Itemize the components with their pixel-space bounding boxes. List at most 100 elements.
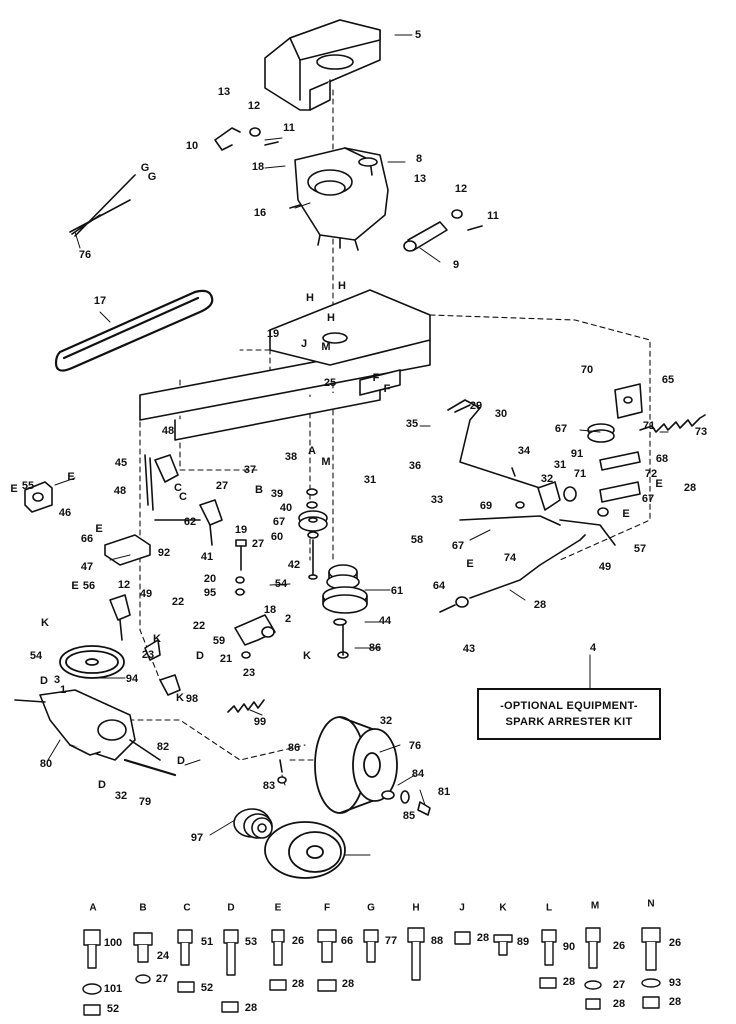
callout-label: 67: [641, 493, 655, 505]
callout-label: 39: [270, 488, 284, 500]
callout-label: 73: [694, 426, 708, 438]
hardware-letter: F: [323, 902, 331, 914]
callout-label: H: [306, 292, 314, 304]
part-blower-housing: [264, 19, 381, 111]
callout-label: 11: [283, 122, 295, 134]
callout-label: G: [147, 171, 157, 183]
part-bracket-66: [104, 534, 151, 566]
callout-label: 48: [113, 485, 127, 497]
callout-label: M: [321, 341, 331, 353]
callout-label: H: [338, 280, 346, 292]
callout-label: 27: [215, 480, 229, 492]
hardware-letter: C: [183, 902, 191, 914]
callout-label: 42: [287, 559, 301, 571]
callout-label: 86: [287, 742, 301, 754]
callout-label: 74: [503, 552, 517, 564]
callout-label: 36: [408, 460, 422, 472]
callout-label: 28: [683, 482, 697, 494]
callout-label: E: [71, 580, 79, 592]
part-axle: [123, 758, 177, 777]
part-crank-handle: [403, 221, 448, 252]
callout-label: E: [622, 508, 630, 520]
callout-label: E: [466, 558, 474, 570]
part-bolt-92: [235, 539, 247, 571]
hardware-part-number: 28: [612, 998, 626, 1010]
callout-label: 43: [462, 643, 476, 655]
part-drive-belt: [54, 289, 214, 372]
part-brackets-68-69: [599, 451, 641, 503]
callout-label: 12: [117, 579, 131, 591]
hardware-part-number: 52: [106, 1003, 120, 1015]
callout-label: 79: [138, 796, 152, 808]
callout-label: D: [196, 650, 204, 662]
hardware-letter: N: [647, 898, 655, 910]
callout-label: 99: [253, 716, 267, 728]
callout-label: 49: [139, 588, 153, 600]
hardware-letter: B: [139, 902, 147, 914]
loose-hardware: [235, 127, 609, 784]
callout-label: D: [40, 675, 48, 687]
callout-label: 18: [263, 604, 277, 616]
callout-label: 47: [80, 561, 94, 573]
hardware-part-number: 66: [340, 935, 354, 947]
callout-label: 3: [53, 674, 61, 686]
hardware-part-number: 100: [103, 937, 123, 949]
callout-label: D: [98, 779, 106, 791]
hardware-part-number: 26: [612, 940, 626, 952]
callout-label: F: [372, 372, 380, 384]
callout-label: 41: [200, 551, 214, 563]
callout-label: 13: [217, 86, 231, 98]
callout-label: E: [655, 478, 663, 490]
callout-label: 71: [642, 420, 656, 432]
callout-label: K: [176, 692, 184, 704]
hardware-part-number: 88: [430, 935, 444, 947]
part-choke-lever: [214, 127, 241, 151]
hardware-part-number: 27: [155, 973, 169, 985]
hardware-part-number: 77: [384, 935, 398, 947]
callout-label: 17: [93, 295, 107, 307]
part-idler-arm: [234, 614, 276, 646]
callout-label: 10: [185, 140, 199, 152]
part-drive-pulley-81: [233, 808, 273, 839]
callout-label: 16: [253, 207, 267, 219]
callout-label: 91: [570, 448, 584, 460]
hardware-letter: G: [367, 902, 375, 914]
callout-label: 65: [661, 374, 675, 386]
part-pulley-1: [59, 645, 125, 679]
callout-label: 85: [402, 810, 416, 822]
callout-label: 69: [479, 500, 493, 512]
callout-label: 19: [266, 328, 280, 340]
callout-label: 37: [243, 464, 257, 476]
callout-label: 20: [203, 573, 217, 585]
hardware-part-number: 28: [244, 1002, 258, 1014]
callout-label: 72: [644, 468, 658, 480]
hardware-letter: K: [499, 902, 507, 914]
callout-label: 12: [454, 183, 468, 195]
callout-label: 23: [141, 649, 155, 661]
callout-label: 11: [487, 210, 499, 222]
callout-label: 76: [408, 740, 422, 752]
callout-label: K: [303, 650, 311, 662]
callout-label: 22: [171, 596, 185, 608]
callout-label: 4: [589, 642, 597, 654]
part-idler-pulley: [587, 423, 615, 443]
callout-label: 64: [432, 580, 446, 592]
hardware-part-number: 24: [156, 950, 170, 962]
callout-label: G: [140, 162, 150, 174]
callout-label: 27: [251, 538, 265, 550]
part-spring-73: [639, 414, 706, 433]
part-engine: [294, 147, 389, 251]
callout-label: 2: [284, 613, 292, 625]
callout-label: 25: [323, 377, 337, 389]
callout-label: 31: [553, 459, 567, 471]
callout-label: H: [327, 312, 335, 324]
callout-label: K: [153, 633, 161, 645]
callout-label: E: [95, 523, 103, 535]
callout-label: 70: [580, 364, 594, 376]
part-spring-98: [227, 699, 265, 713]
part-linkage-rod: [459, 515, 561, 526]
callout-label: 66: [80, 533, 94, 545]
part-transmission: [14, 689, 161, 761]
optional-equipment-title: -OPTIONAL EQUIPMENT-: [500, 700, 638, 712]
callout-label: 58: [410, 534, 424, 546]
